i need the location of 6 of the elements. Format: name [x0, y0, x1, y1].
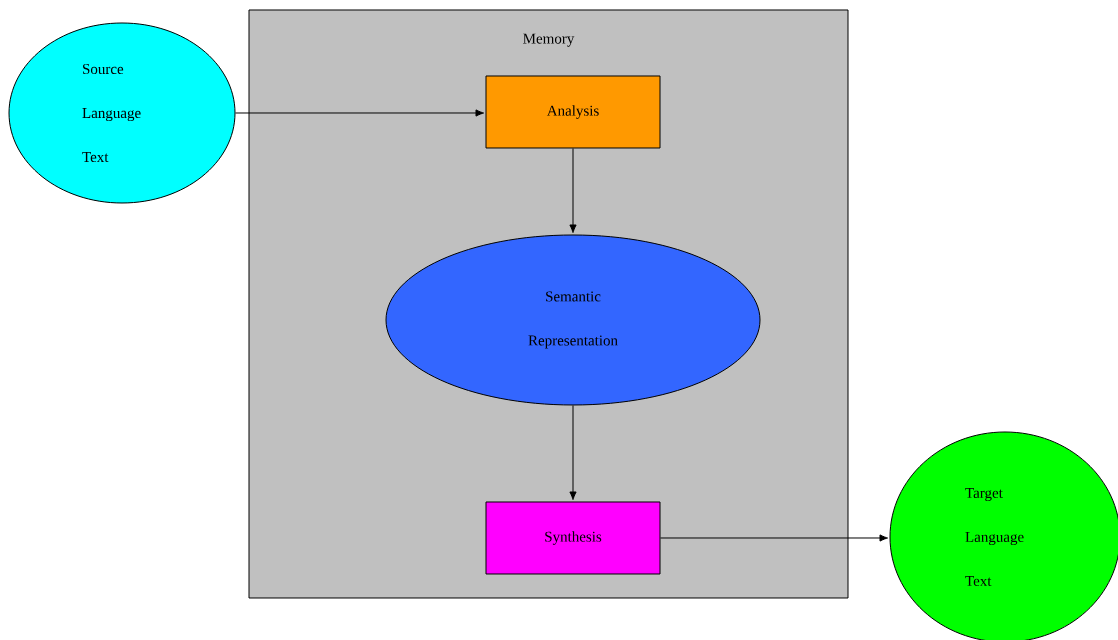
arrow	[569, 148, 577, 234]
arrow	[660, 534, 889, 542]
arrow	[569, 405, 577, 501]
arrow	[235, 109, 485, 117]
process-box: Synthesis	[485, 501, 661, 575]
process-box: Analysis	[485, 75, 661, 149]
